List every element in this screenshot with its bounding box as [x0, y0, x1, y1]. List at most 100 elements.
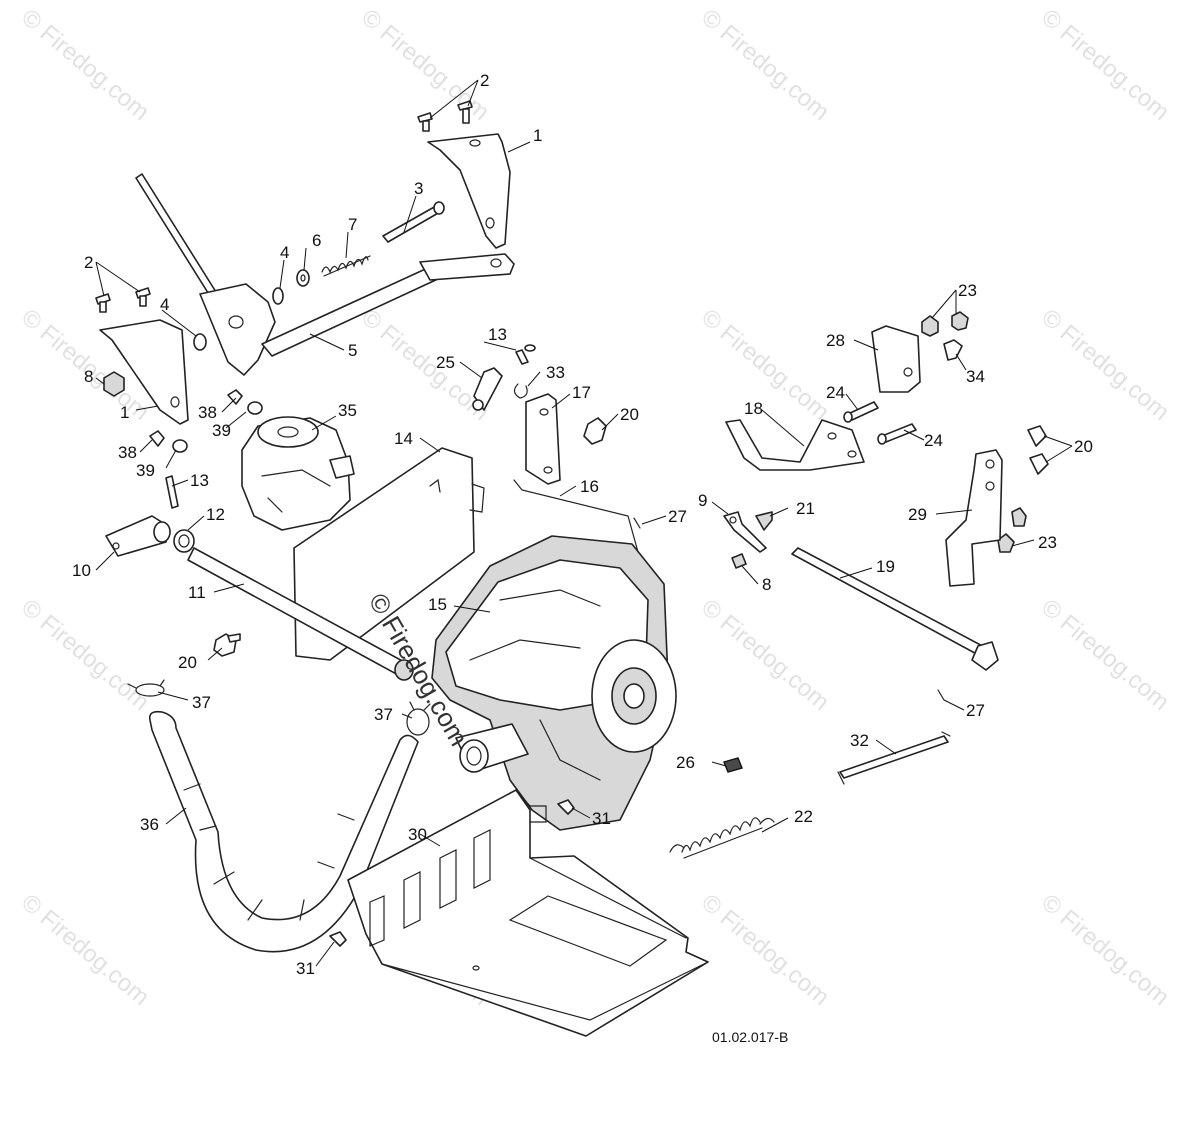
watermark: © Firedog.com: [16, 594, 154, 716]
bolt-drawing: [1027, 425, 1049, 475]
callout-22: 22: [794, 807, 813, 826]
callout-15: 15: [428, 595, 447, 614]
fitting-drawing: [723, 757, 743, 773]
bracket-lower-drawing: [99, 319, 189, 425]
callout-5: 5: [348, 341, 357, 360]
plate-drawing: [293, 447, 485, 661]
callout-35: 35: [338, 401, 357, 420]
watermark: © Firedog.com: [1036, 4, 1174, 126]
bracket-drawing: [871, 325, 921, 393]
callout-38: 38: [118, 443, 137, 462]
skid-plate-drawing: [347, 789, 709, 1037]
reservoir-drawing: [241, 416, 355, 531]
small-bracket-drawing: [723, 511, 773, 569]
callout-13: 13: [488, 325, 507, 344]
callout-2: 2: [480, 71, 489, 90]
callout-4: 4: [280, 243, 289, 262]
cotter-pin-drawing: [633, 517, 945, 701]
bolt-drawing: [329, 799, 575, 947]
callout-27: 27: [966, 701, 985, 720]
arm-drawing: [105, 475, 195, 557]
callout-37: 37: [192, 693, 211, 712]
spring-drawing: [669, 817, 775, 859]
callout-31: 31: [296, 959, 315, 978]
callout-8: 8: [84, 367, 93, 386]
watermark: © Firedog.com: [696, 4, 834, 126]
callout-28: 28: [826, 331, 845, 350]
callout-10: 10: [72, 561, 91, 580]
pin-drawing: [843, 401, 917, 445]
callout-31: 31: [592, 809, 611, 828]
hose-clamp-drawing: [127, 679, 431, 736]
callout-39: 39: [136, 461, 155, 480]
callout-12: 12: [206, 505, 225, 524]
nut-drawing: [103, 371, 125, 397]
callout-32: 32: [850, 731, 869, 750]
transmission-drawing: [431, 535, 677, 831]
pin-drawing: [382, 201, 445, 243]
washers-spring-drawing: [193, 255, 371, 351]
link-drawing: [472, 367, 528, 411]
watermark: © Firedog.com: [696, 304, 834, 426]
callout-17: 17: [572, 383, 591, 402]
bracket-drawing: [725, 419, 865, 471]
callout-14: 14: [394, 429, 413, 448]
callout-23: 23: [1038, 533, 1057, 552]
watermark: © Firedog.com: [16, 4, 154, 126]
callout-2: 2: [84, 253, 93, 272]
bracket-upper-drawing: [427, 133, 511, 249]
hose-drawing: [148, 710, 419, 953]
callout-21: 21: [796, 499, 815, 518]
watermark: © Firedog.com: [16, 889, 154, 1011]
callout-30: 30: [408, 825, 427, 844]
watermark: © Firedog.com: [356, 4, 494, 126]
control-rod-drawing: [513, 479, 639, 553]
watermark: © Firedog.com: [696, 889, 834, 1011]
watermark: © Firedog.com: [1036, 304, 1174, 426]
callout-37: 37: [374, 705, 393, 724]
callout-27: 27: [668, 507, 687, 526]
callout-8: 8: [762, 575, 771, 594]
rod-drawing: [837, 731, 951, 785]
callout-labels: 1 1 2 2 3 4 4 5 6 7 8 8 9 10 11 12 13 13…: [72, 71, 1093, 978]
callout-16: 16: [580, 477, 599, 496]
callout-29: 29: [908, 505, 927, 524]
callout-3: 3: [414, 179, 423, 198]
callout-13: 13: [190, 471, 209, 490]
watermark: © Firedog.com: [696, 594, 834, 716]
bolt-drawing: [95, 287, 151, 313]
lever-rod-drawing: [135, 173, 515, 376]
callout-4: 4: [160, 295, 169, 314]
callout-6: 6: [312, 231, 321, 250]
callout-20: 20: [178, 653, 197, 672]
callout-1: 1: [120, 403, 129, 422]
callout-20: 20: [1074, 437, 1093, 456]
callout-33: 33: [546, 363, 565, 382]
callout-24: 24: [924, 431, 943, 450]
bracket-drawing: [525, 393, 561, 485]
leader-lines: [95, 79, 1073, 967]
bolt-drawing: [417, 100, 473, 132]
pin-drawing: [515, 344, 536, 365]
callout-26: 26: [676, 753, 695, 772]
callout-19: 19: [876, 557, 895, 576]
callout-38: 38: [198, 403, 217, 422]
watermark: © Firedog.com: [1036, 889, 1174, 1011]
bracket-drawing: [945, 449, 1003, 587]
drawing-code: 01.02.017-B: [712, 1029, 788, 1045]
rod-drawing: [791, 547, 999, 671]
small-hardware-drawing: [149, 389, 263, 453]
callout-7: 7: [348, 215, 357, 234]
callout-20: 20: [620, 405, 639, 424]
callout-1: 1: [533, 126, 542, 145]
callout-34: 34: [966, 367, 985, 386]
callout-23: 23: [958, 281, 977, 300]
callout-39: 39: [212, 421, 231, 440]
callout-9: 9: [698, 491, 707, 510]
callout-11: 11: [188, 583, 206, 602]
part-drawings: [95, 100, 1049, 1037]
nut-drawing: [921, 311, 1027, 553]
callout-24: 24: [826, 383, 845, 402]
